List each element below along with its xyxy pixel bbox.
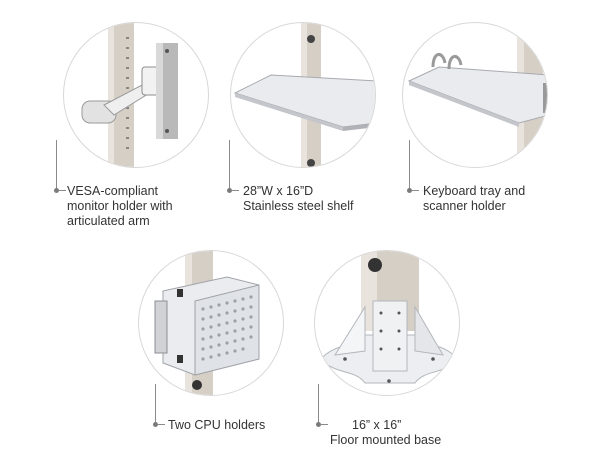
floor-base-icon	[320, 251, 458, 384]
keyboard-tray-photo	[402, 22, 548, 168]
cpu-holder-icon	[154, 251, 260, 395]
cpu-holder-photo	[138, 250, 284, 396]
shelf-label: 28”W x 16”D Stainless steel shelf	[243, 184, 354, 213]
base-label: 16” x 16” Floor mounted base	[330, 418, 442, 447]
keyboard-tray-icon	[407, 23, 547, 167]
monitor-arm-icon	[81, 23, 178, 167]
shelf-photo	[230, 22, 376, 168]
keyboard-label: Keyboard tray and scanner holder	[423, 184, 526, 213]
shelf-icon	[233, 23, 375, 167]
monitor-arm-photo	[63, 22, 209, 168]
floor-base-photo	[314, 250, 460, 396]
cpu-label: Two CPU holders	[168, 418, 266, 432]
monitor-label: VESA-compliant monitor holder with artic…	[67, 184, 173, 228]
